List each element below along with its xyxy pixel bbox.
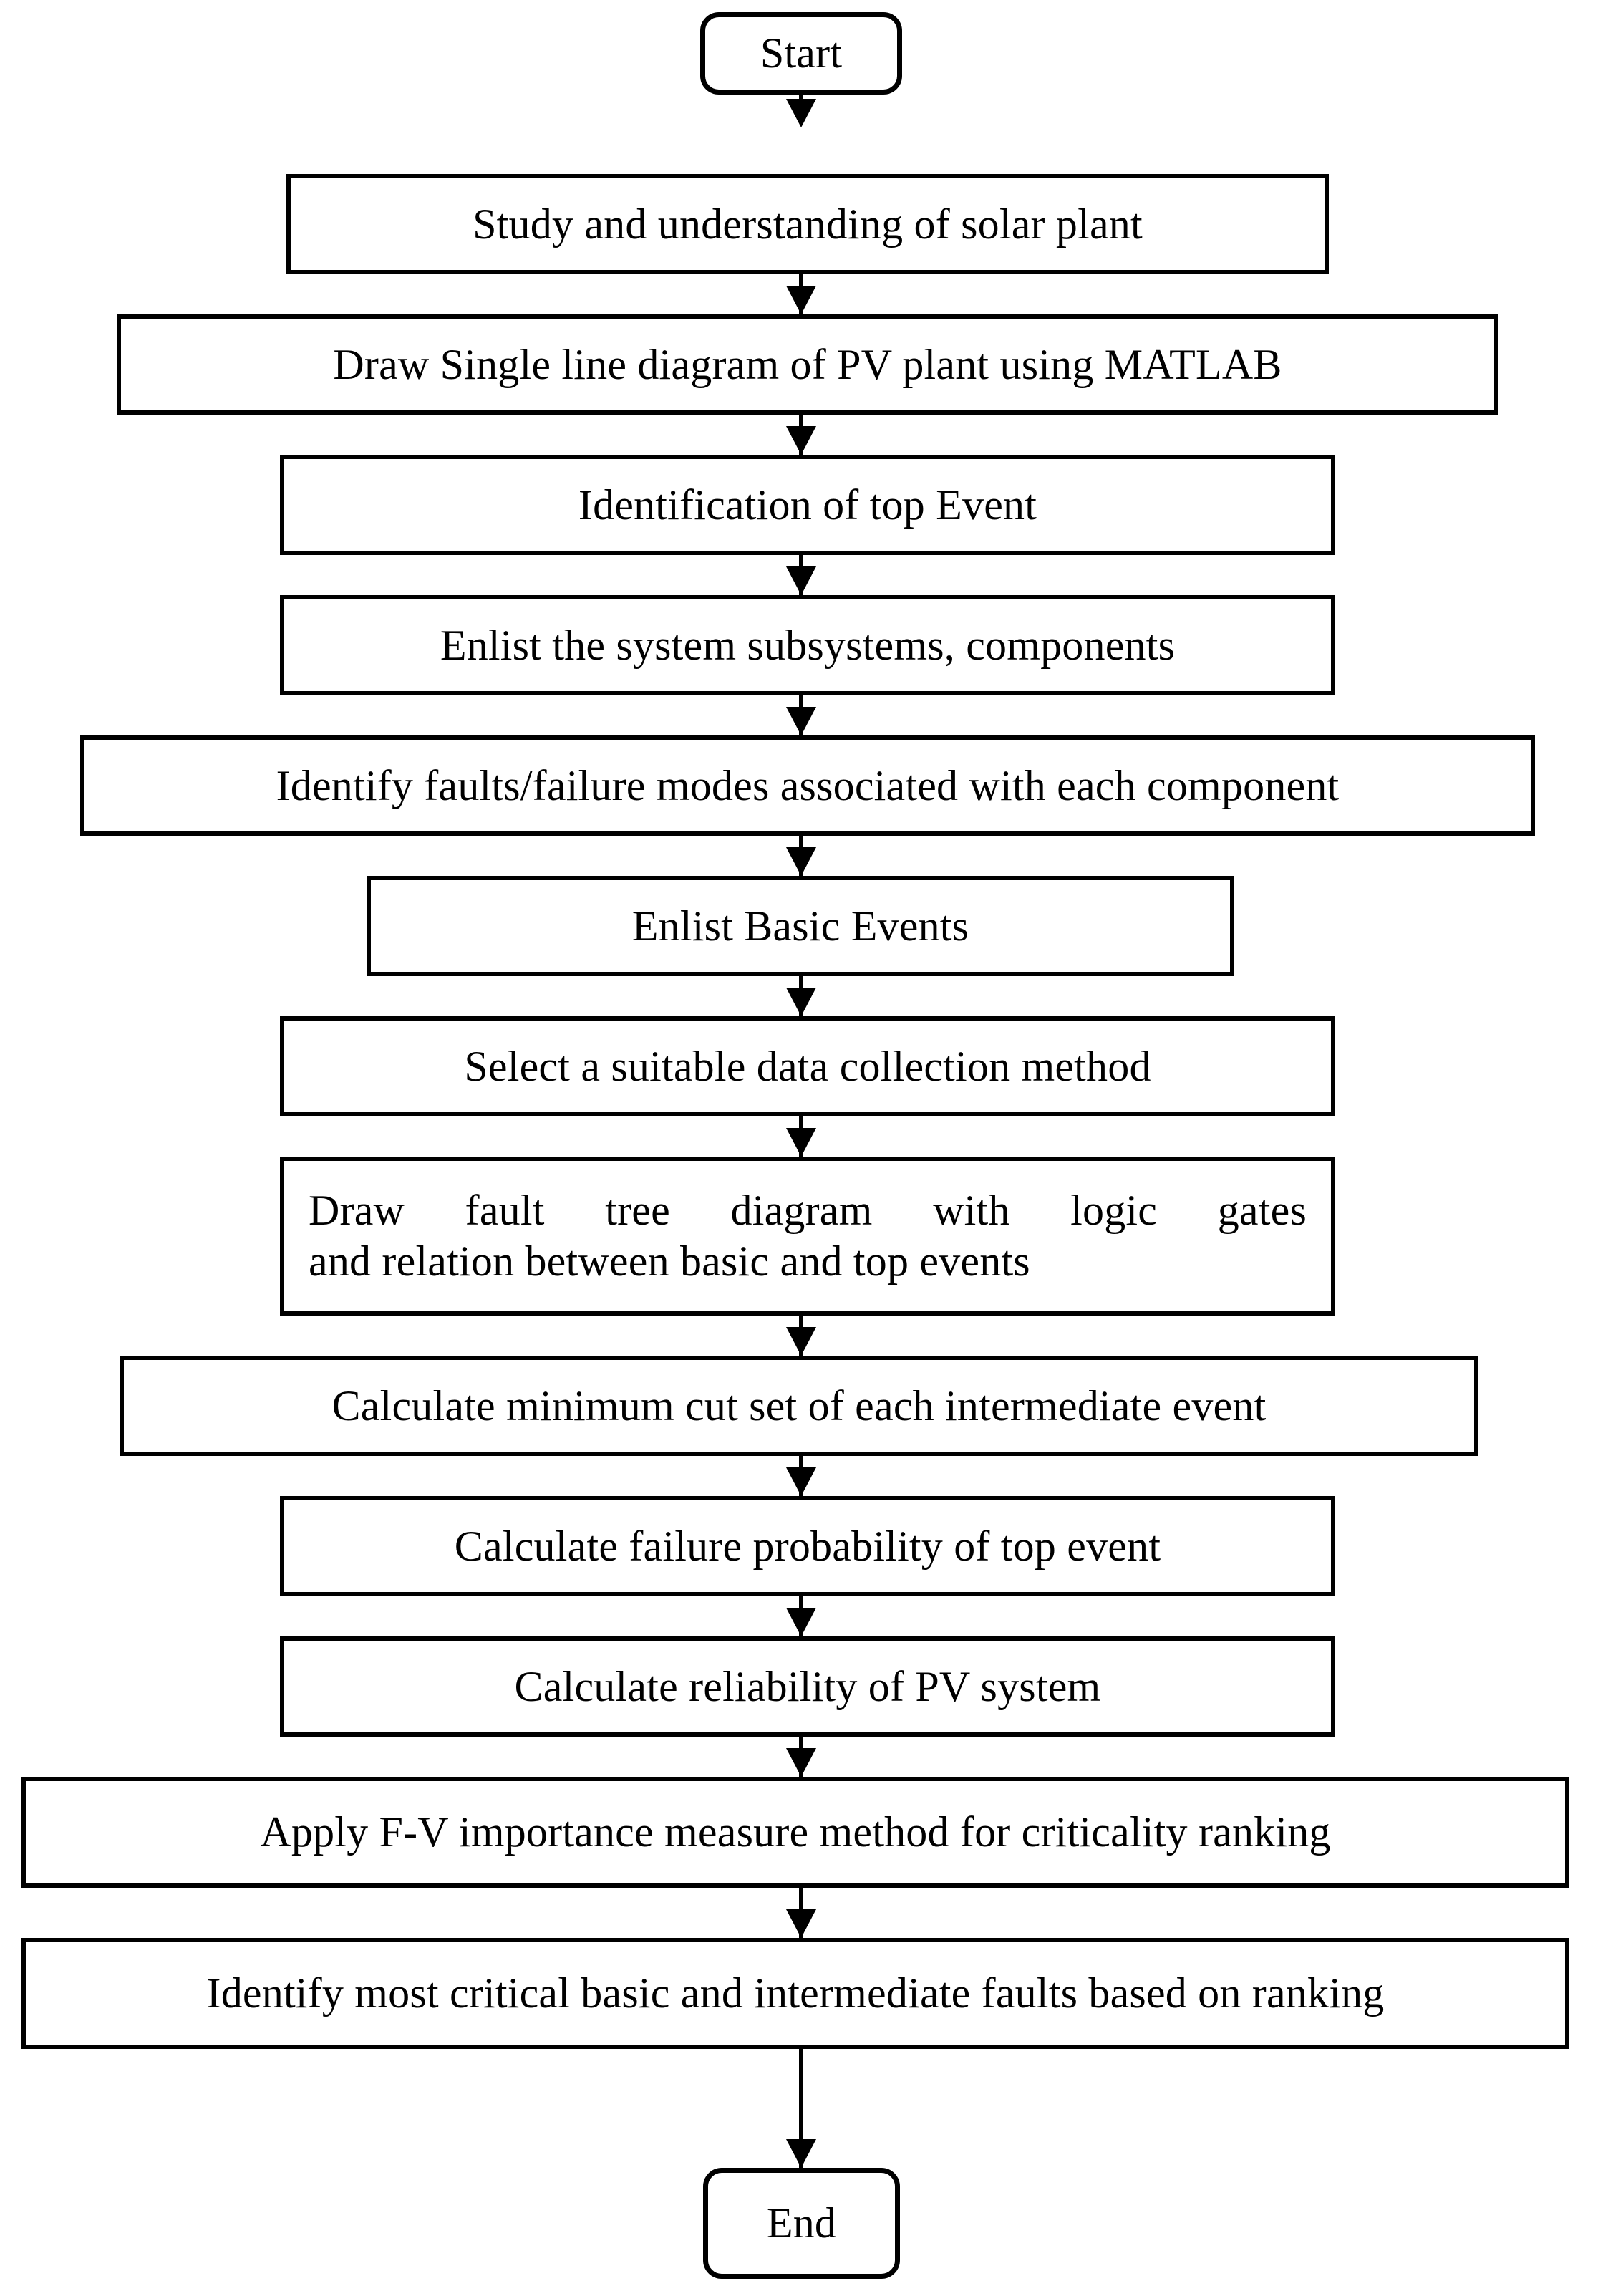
node-calculate-failure-probability-label: Calculate failure probability of top eve… (454, 1522, 1161, 1570)
node-end-label: End (766, 2199, 837, 2247)
node-study[interactable]: Study and understanding of solar plant (286, 174, 1329, 274)
node-identify-most-critical[interactable]: Identify most critical basic and interme… (21, 1938, 1569, 2049)
node-apply-fv-importance[interactable]: Apply F-V importance measure method for … (21, 1777, 1569, 1888)
node-start[interactable]: Start (700, 12, 902, 95)
node-draw-fault-tree-line1: Draw fault tree diagram with logic gates (309, 1187, 1307, 1235)
node-draw-fault-tree-label: Draw fault tree diagram with logic gates… (284, 1185, 1331, 1287)
node-calculate-reliability[interactable]: Calculate reliability of PV system (280, 1636, 1335, 1737)
node-identify-most-critical-label: Identify most critical basic and interme… (206, 1969, 1385, 2017)
node-identification-top-event-label: Identification of top Event (578, 481, 1037, 529)
node-start-label: Start (760, 29, 843, 77)
node-enlist-subsystems-label: Enlist the system subsystems, components (440, 621, 1176, 669)
node-enlist-basic-events[interactable]: Enlist Basic Events (367, 876, 1234, 976)
node-enlist-subsystems[interactable]: Enlist the system subsystems, components (280, 595, 1335, 695)
node-calculate-cut-set-label: Calculate minimum cut set of each interm… (331, 1381, 1267, 1429)
node-draw-fault-tree-line2: and relation between basic and top event… (309, 1238, 1030, 1285)
node-calculate-failure-probability[interactable]: Calculate failure probability of top eve… (280, 1496, 1335, 1596)
node-apply-fv-importance-label: Apply F-V importance measure method for … (260, 1808, 1331, 1856)
node-enlist-basic-events-label: Enlist Basic Events (631, 902, 969, 950)
node-select-data-method[interactable]: Select a suitable data collection method (280, 1016, 1335, 1116)
node-identification-top-event[interactable]: Identification of top Event (280, 455, 1335, 555)
node-single-line-diagram[interactable]: Draw Single line diagram of PV plant usi… (117, 314, 1498, 415)
node-calculate-reliability-label: Calculate reliability of PV system (514, 1662, 1101, 1710)
node-study-label: Study and understanding of solar plant (473, 200, 1143, 248)
node-identify-faults[interactable]: Identify faults/failure modes associated… (80, 735, 1535, 836)
node-draw-fault-tree[interactable]: Draw fault tree diagram with logic gates… (280, 1157, 1335, 1316)
node-calculate-cut-set[interactable]: Calculate minimum cut set of each interm… (120, 1356, 1478, 1456)
node-select-data-method-label: Select a suitable data collection method (464, 1042, 1151, 1090)
node-single-line-diagram-label: Draw Single line diagram of PV plant usi… (333, 340, 1282, 388)
node-identify-faults-label: Identify faults/failure modes associated… (276, 761, 1340, 809)
node-end[interactable]: End (703, 2168, 900, 2279)
